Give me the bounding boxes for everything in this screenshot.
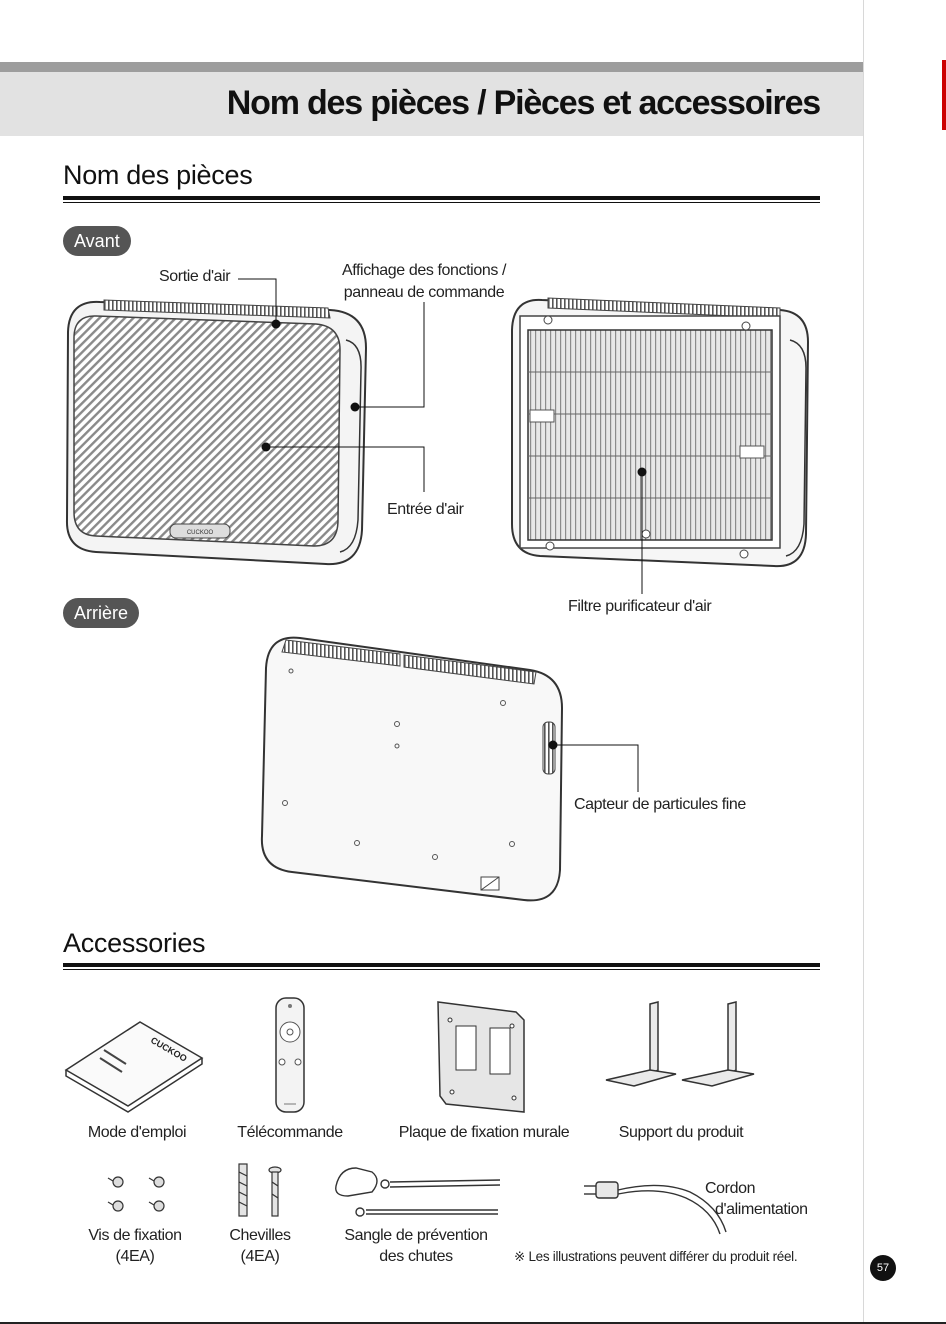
bottom-rule [0, 1322, 946, 1324]
accessory-label-strap-line2: des chutes [379, 1248, 453, 1265]
accessory-label-cord: Cordon [705, 1180, 756, 1197]
dot-air-outlet [271, 319, 281, 329]
header-band-stripe [0, 62, 863, 72]
accessory-label-remote: Télécommande [237, 1124, 343, 1141]
accessory-label-manual: Mode d'emploi [87, 1124, 187, 1141]
dot-dust-sensor [548, 740, 558, 750]
label-air-outlet: Sortie d'air [159, 268, 231, 285]
screws-icon [107, 1176, 165, 1212]
tab-front: Avant [63, 226, 131, 256]
label-filter: Filtre purificateur d'air [568, 598, 712, 615]
dot-air-inlet [261, 442, 271, 452]
section-rule-accessories-thin [63, 969, 820, 970]
tab-back: Arrière [63, 598, 140, 628]
label-air-inlet: Entrée d'air [387, 501, 464, 518]
accessory-label-stand: Support du produit [618, 1124, 744, 1141]
accessory-label-screws: Vis de fixation [88, 1227, 182, 1244]
stand-icon [605, 1001, 755, 1087]
accessory-label-cord-line2: d'alimentation [715, 1201, 808, 1218]
manual-icon: CUCKOO [64, 1021, 204, 1113]
accessory-label-wall-plate: Plaque de fixation murale [398, 1124, 570, 1141]
remote-control-icon [275, 997, 305, 1113]
device-brand-mark: CUCKOO [187, 530, 214, 536]
page-title: Nom des pièces / Pièces et accessoires [226, 84, 821, 122]
section-rule-accessories [63, 963, 820, 967]
safety-strap-icon [335, 1167, 501, 1217]
page-number: 57 [870, 1255, 896, 1281]
margin-tab-mark [942, 60, 946, 130]
dot-filter [637, 467, 647, 477]
illustration-footnote: ※ Les illustrations peuvent différer du … [514, 1249, 798, 1264]
accessory-label-anchors: Chevilles [229, 1227, 291, 1244]
section-rule-parts [63, 196, 820, 200]
purifier-filter-view [511, 297, 810, 568]
accessory-label-screws-qty: (4EA) [115, 1248, 155, 1265]
accessory-label-strap: Sangle de prévention [344, 1227, 488, 1244]
purifier-back [260, 636, 564, 902]
page-divider [863, 0, 864, 1324]
label-display-line2: panneau de commande [343, 284, 505, 301]
label-dust-sensor: Capteur de particules fine [574, 796, 746, 813]
front-callouts [238, 278, 643, 594]
dot-display-panel [350, 402, 360, 412]
accessory-label-anchors-qty: (4EA) [240, 1248, 280, 1265]
section-title-accessories: Accessories [63, 928, 206, 958]
header-band [0, 72, 863, 136]
purifier-front: CUCKOO [65, 299, 368, 566]
section-rule-parts-thin [63, 202, 820, 203]
anchors-icon [238, 1163, 282, 1217]
power-cord-icon [584, 1181, 727, 1235]
label-display-line1: Affichage des fonctions / [341, 262, 507, 279]
section-title-parts: Nom des pièces [63, 160, 253, 190]
wall-plate-icon [437, 1001, 525, 1113]
